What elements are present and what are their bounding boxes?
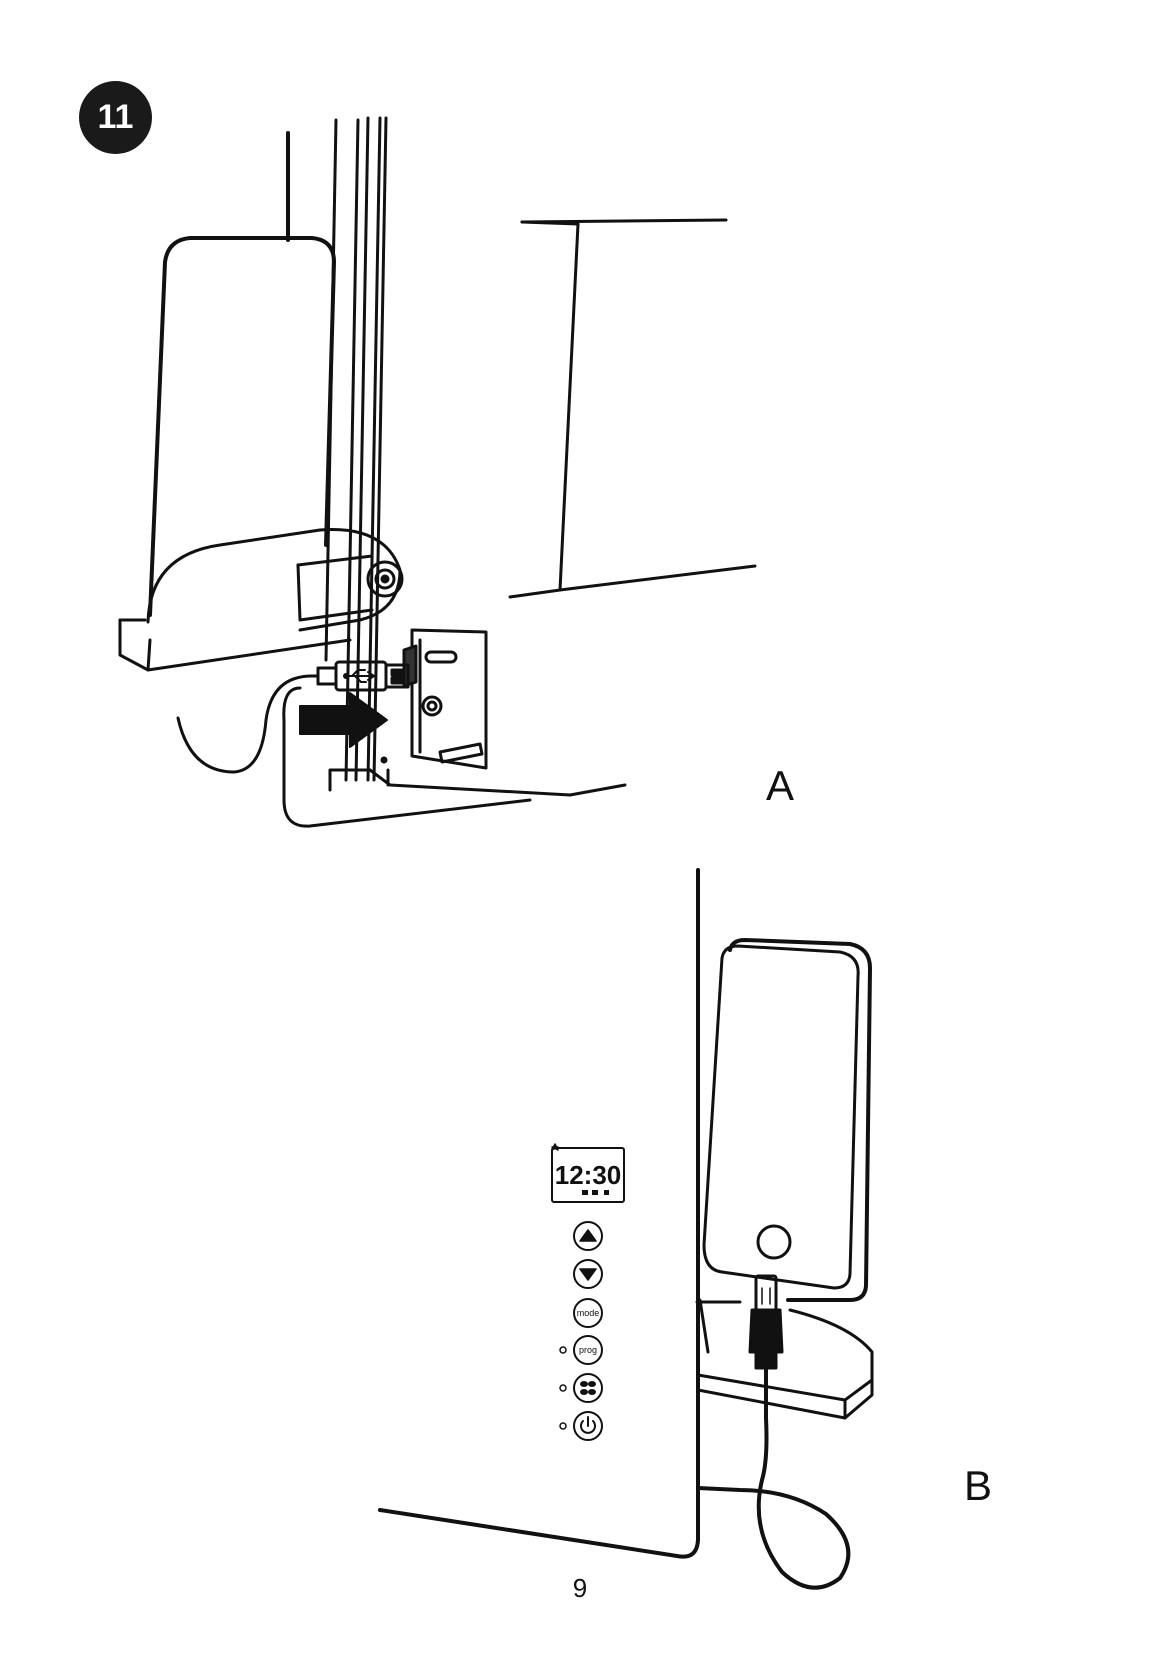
insert-arrow-icon: [299, 692, 388, 748]
control-panel: 12:30 mode prog: [551, 1143, 625, 1441]
down-button[interactable]: [573, 1259, 603, 1289]
triangle-up-icon: [579, 1229, 597, 1242]
power-icon: [580, 1416, 596, 1434]
charging-cable-b: [696, 1274, 851, 1590]
mode-button[interactable]: mode: [573, 1298, 603, 1328]
prog-button-label: prog: [579, 1345, 597, 1355]
phone-dock-base: [695, 1298, 874, 1420]
prog-button[interactable]: prog: [559, 1335, 603, 1365]
figure-b-label: B: [964, 1462, 993, 1509]
triangle-down-icon: [579, 1268, 597, 1281]
up-button[interactable]: [573, 1221, 603, 1251]
smartphone: [702, 938, 872, 1302]
usb-symbol-icon: [343, 669, 375, 683]
figure-b-drawing: 12:30 mode prog: [378, 868, 874, 1590]
fan-icon: [580, 1381, 596, 1395]
power-button[interactable]: [559, 1411, 603, 1441]
usb-cable-a: [176, 660, 532, 828]
figure-a-label: A: [766, 762, 795, 809]
page-number: 9: [572, 1573, 588, 1603]
mode-button-label: mode: [577, 1308, 600, 1318]
heater-front-panel: [378, 868, 700, 1559]
usb-socket-panel: [380, 628, 488, 770]
lcd-time: 12:30: [555, 1160, 622, 1190]
step-number: 11: [97, 98, 134, 136]
phone-holder-a: [118, 236, 404, 672]
home-button-icon: [756, 1224, 792, 1260]
figure-a-drawing: [118, 116, 757, 828]
fan-button[interactable]: [559, 1373, 603, 1403]
lcd-display: 12:30: [551, 1143, 625, 1203]
heater-panel-outline: [328, 218, 757, 797]
step-number-badge: 11: [79, 81, 152, 154]
